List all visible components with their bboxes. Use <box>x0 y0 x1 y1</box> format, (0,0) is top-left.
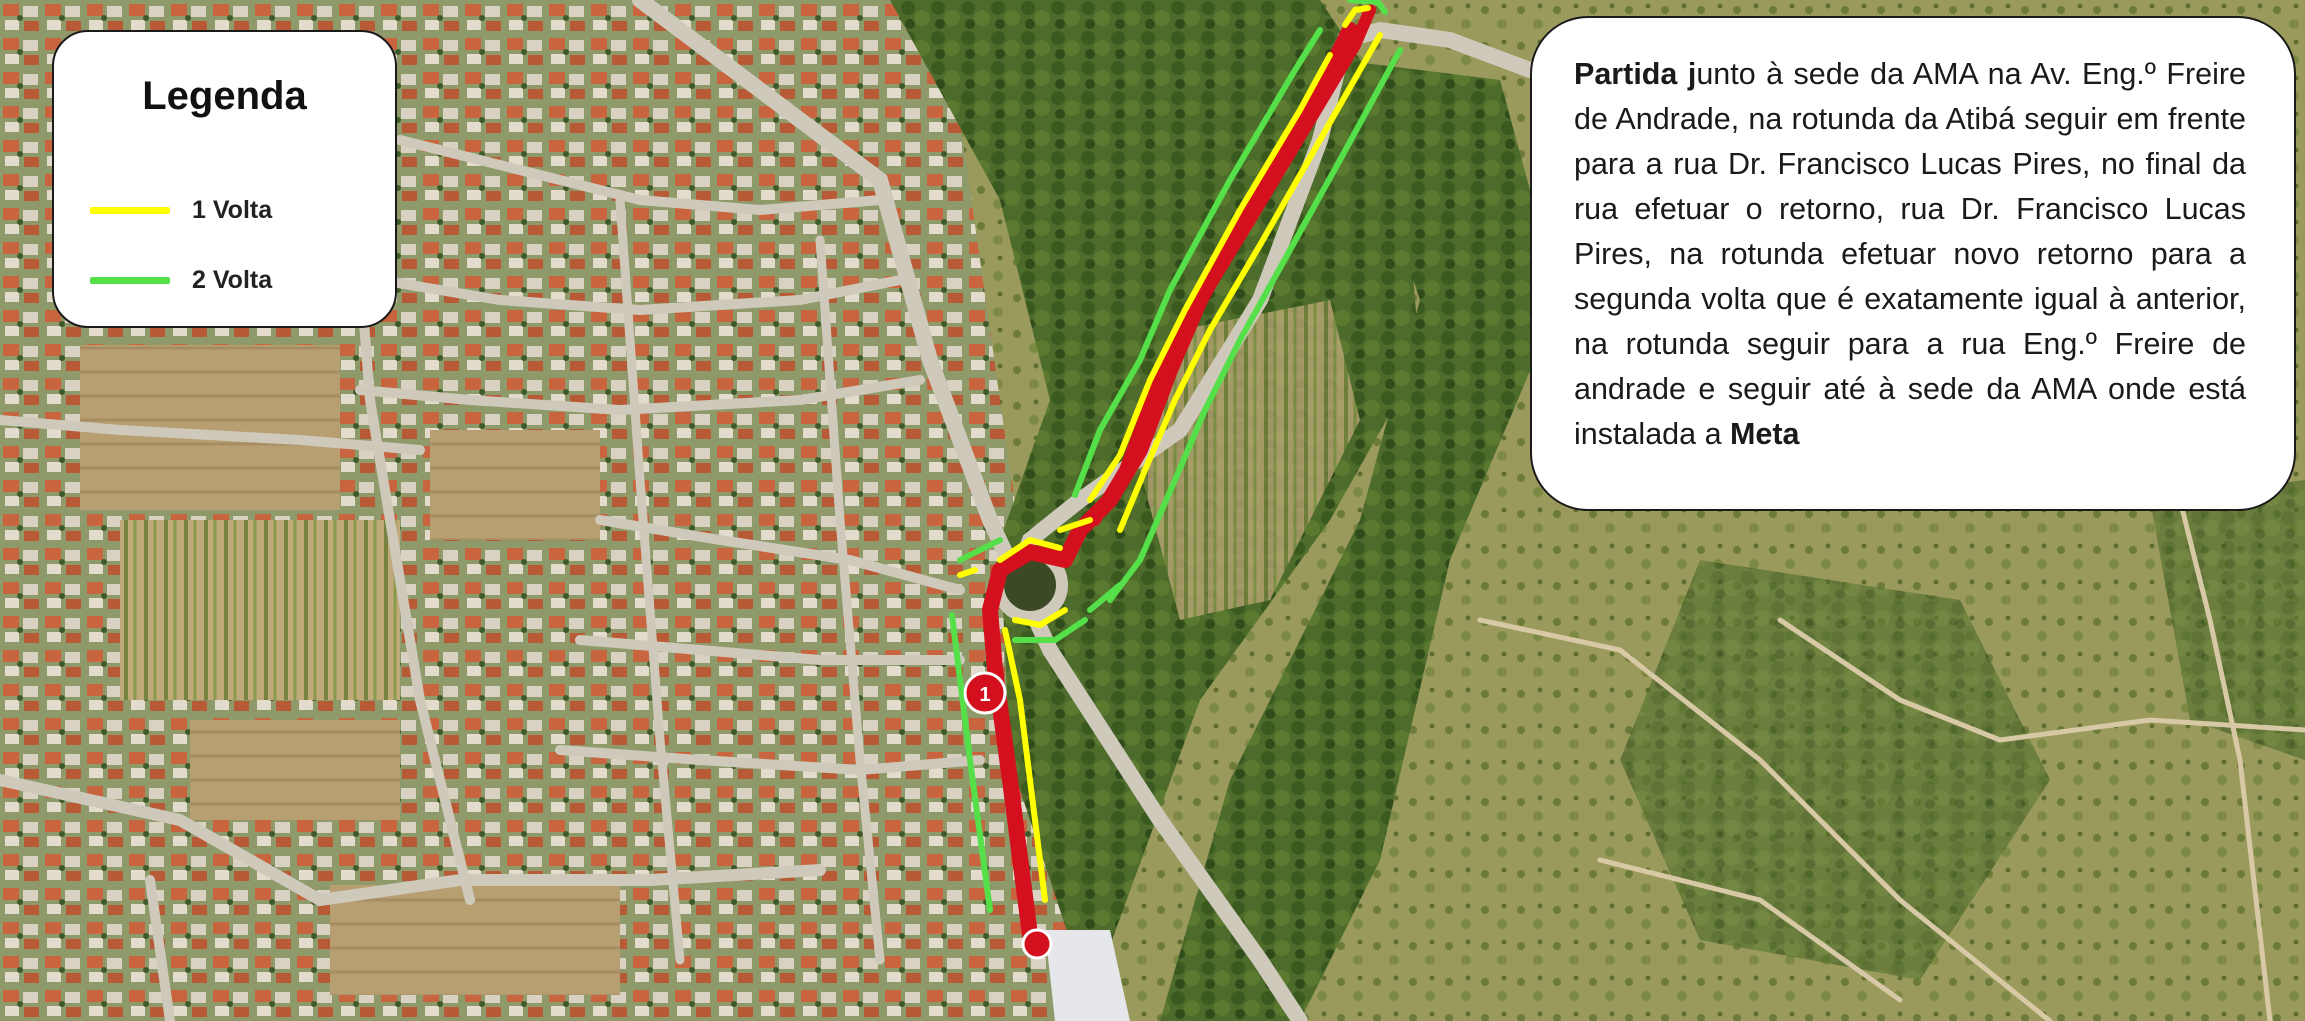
km-marker-label: 1 <box>979 684 990 706</box>
route-main-line-return <box>1089 4 1376 526</box>
legend-title: Legenda <box>142 74 307 118</box>
avenue-road <box>1002 21 1538 598</box>
route <box>949 0 1403 943</box>
field-area <box>190 720 400 820</box>
legend-item-label: 2 Volta <box>192 265 273 294</box>
legend-item-label: 1 Volta <box>192 195 273 224</box>
residential-road <box>0 774 826 907</box>
lap-2-swatch <box>90 276 170 284</box>
forest-area <box>1620 560 2050 980</box>
field-area <box>430 430 600 540</box>
lap-1-swatch <box>90 206 170 214</box>
legend-item-lap-1: 1 Volta <box>90 195 272 225</box>
main-road <box>632 0 1308 1021</box>
route-description-body: unto à sede da AMA na Av. Eng.º Freire d… <box>1574 57 2246 451</box>
partida-label: Partida <box>1574 57 1678 91</box>
building <box>1045 930 1130 1021</box>
legend-panel: Legenda 1 Volta 2 Volta <box>52 30 397 328</box>
vineyard-area <box>120 520 400 700</box>
km-marker-1[interactable]: 1 <box>963 671 1007 715</box>
meta-label: Meta <box>1730 417 1800 451</box>
terraced-hill <box>1140 300 1360 620</box>
forest-area <box>2150 480 2305 760</box>
start-finish-point[interactable] <box>1021 928 1053 960</box>
legend-item-lap-2: 2 Volta <box>90 265 272 295</box>
field-area <box>330 885 620 995</box>
route-description-text: Partida junto à sede da AMA na Av. Eng.º… <box>1574 52 2246 457</box>
lap-1-route <box>957 5 1383 903</box>
lap-2-route <box>949 0 1403 913</box>
partida-initial: j <box>1687 57 1697 91</box>
route-description-panel: Partida junto à sede da AMA na Av. Eng.º… <box>1530 16 2296 511</box>
km-marker-circle <box>963 671 1007 715</box>
forest-area <box>1160 60 1560 1021</box>
